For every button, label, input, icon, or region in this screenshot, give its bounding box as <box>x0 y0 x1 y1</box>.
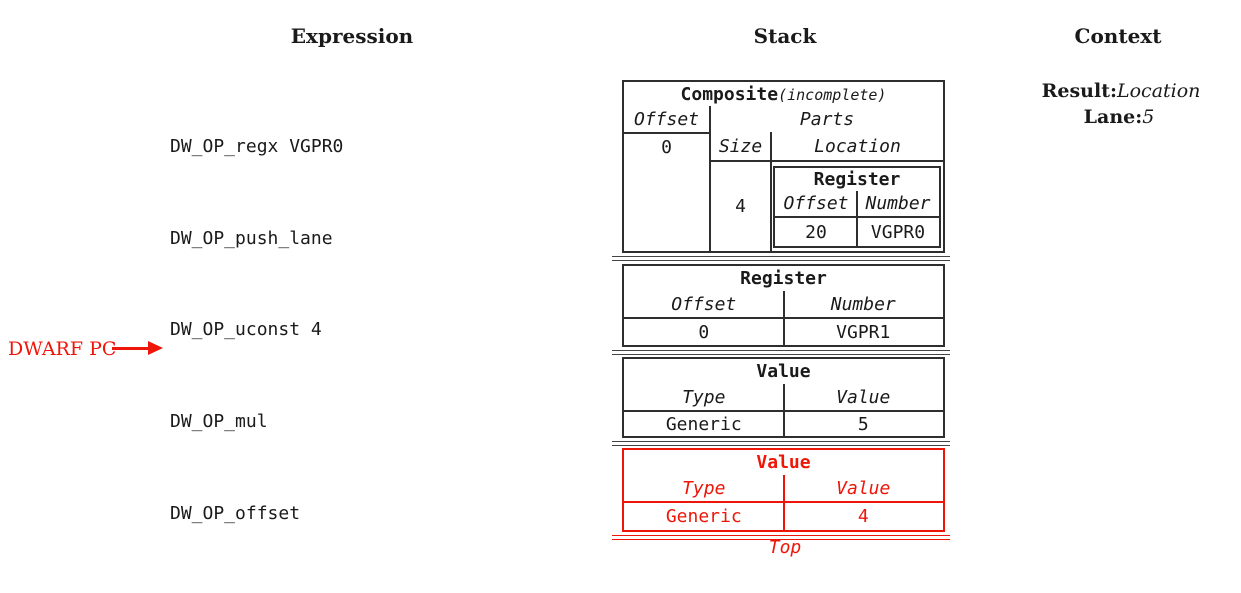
context-result-line: Result:Location <box>1042 79 1201 103</box>
register-number-header: Number <box>865 193 931 214</box>
value-column-divider <box>782 475 785 530</box>
stack-top-separator <box>612 535 950 540</box>
expression-opcode: DW_OP_regx VGPR0 <box>170 136 344 158</box>
composite-offset-underline <box>624 132 709 134</box>
result-value: Location <box>1116 80 1201 102</box>
register-offset-value: 0 <box>698 321 710 343</box>
value-value-header: Value <box>836 477 891 499</box>
register-offset-header: Offset <box>671 293 737 315</box>
stack-entry-value-top: Value Type Value Generic 4 <box>622 448 945 532</box>
dwarf-pc-label: DWARF PC <box>8 338 117 360</box>
composite-size-location-divider <box>770 132 772 251</box>
expression-opcode: DW_OP_mul <box>170 411 268 433</box>
register-title: Register <box>740 268 827 289</box>
expression-opcode: DW_OP_uconst 4 <box>170 319 322 341</box>
value-type-header: Type <box>682 477 726 499</box>
composite-offset-header: Offset <box>633 108 700 130</box>
composite-size-value: 4 <box>735 196 746 217</box>
result-label: Result: <box>1041 80 1117 102</box>
composite-parts-underline <box>711 160 943 162</box>
stack-entry-composite: Composite(incomplete) Offset 0 Parts Siz… <box>622 80 945 253</box>
context-lane-line: Lane:5 <box>1084 105 1155 129</box>
expression-opcode: DW_OP_push_lane <box>170 227 333 249</box>
register-column-divider <box>856 191 858 246</box>
lane-label: Lane: <box>1083 106 1143 128</box>
stack-entry-register: Register Offset Number 0 VGPR1 <box>622 264 945 347</box>
composite-title: Composite(incomplete) <box>624 82 943 106</box>
value-type-value: Generic <box>665 413 742 435</box>
composite-size-header: Size <box>718 135 763 157</box>
register-number-value: VGPR1 <box>836 321 891 343</box>
value-value-value: 5 <box>857 413 869 435</box>
stack-entry-separator <box>612 350 950 355</box>
composite-location-header: Location <box>814 135 901 157</box>
composite-location-register-table: Register Offset Number 20 VGPR0 <box>773 166 941 248</box>
register-number-header: Number <box>830 293 896 315</box>
stack-column-header: Stack <box>753 24 817 48</box>
expression-list: DW_OP_regx VGPR0 DW_OP_push_lane DW_OP_u… <box>170 71 343 593</box>
composite-incomplete-qualifier: (incomplete) <box>778 86 887 104</box>
register-number-value: VGPR0 <box>870 221 926 243</box>
dwarf-pc-arrowhead-icon <box>148 341 163 355</box>
stack-top-label: Top <box>768 537 802 558</box>
value-value-value: 4 <box>857 506 869 527</box>
register-title: Register <box>813 169 901 190</box>
lane-value: 5 <box>1142 106 1155 128</box>
value-value-header: Value <box>836 386 891 408</box>
value-title: Value <box>756 452 811 473</box>
value-type-value: Generic <box>665 506 742 527</box>
composite-title-text: Composite <box>680 84 779 105</box>
dwarf-pc-arrow <box>112 347 150 350</box>
composite-parts-header: Parts <box>799 108 855 130</box>
composite-offset-value: 0 <box>661 136 672 158</box>
register-column-divider <box>782 291 785 345</box>
stack-entry-value: Value Type Value Generic 5 <box>622 357 945 438</box>
stack-entry-separator <box>612 441 950 446</box>
register-offset-header: Offset <box>783 193 849 214</box>
value-title: Value <box>756 361 811 382</box>
context-column-header: Context <box>1074 24 1162 48</box>
value-column-divider <box>782 384 785 436</box>
register-offset-value: 20 <box>805 221 827 243</box>
value-type-header: Type <box>682 386 726 408</box>
composite-offset-parts-divider <box>709 106 711 251</box>
expression-opcode: DW_OP_offset <box>170 502 301 524</box>
expression-column-header: Expression <box>290 24 414 48</box>
stack-entry-separator <box>612 256 950 261</box>
